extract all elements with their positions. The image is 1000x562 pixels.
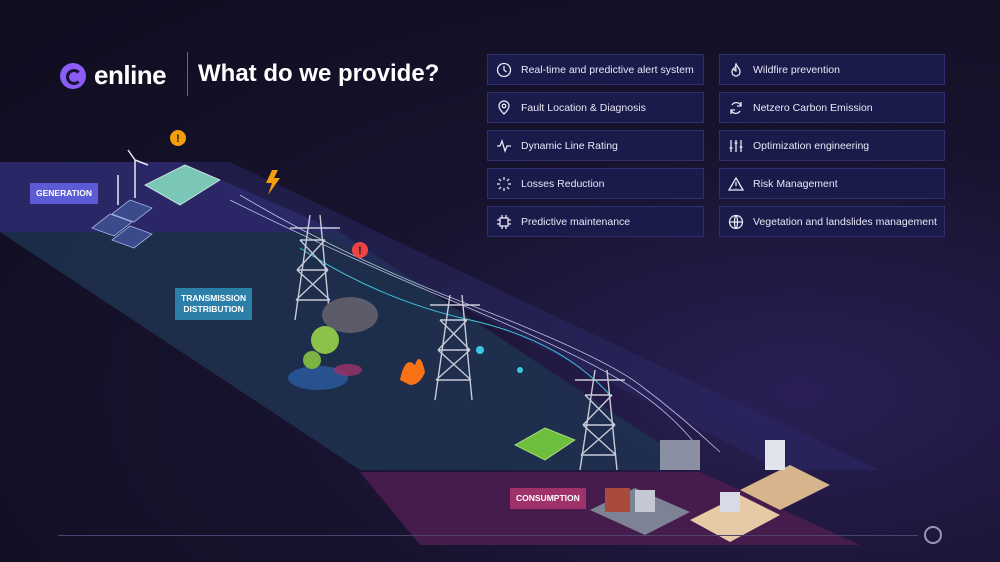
transmission-distribution-label: TRANSMISSION DISTRIBUTION	[175, 288, 253, 320]
header-divider	[187, 52, 188, 96]
transmission-label-line2: DISTRIBUTION	[183, 304, 244, 314]
line-sensor	[476, 346, 484, 354]
warning-icon	[728, 176, 744, 192]
factory	[690, 495, 780, 542]
feature-card: Risk Management	[719, 168, 945, 199]
enline-logo-icon	[60, 62, 86, 89]
location-pin-icon	[496, 99, 512, 116]
brand-name: enline	[94, 60, 167, 90]
globe-icon	[728, 214, 744, 230]
page-title: What do we provide?	[198, 60, 440, 87]
feature-card: Vegetation and landslides management	[719, 206, 945, 237]
industrial-site	[740, 465, 830, 510]
feature-card: Wildfire prevention	[719, 54, 945, 85]
generation-label: GENERATION	[30, 183, 99, 204]
feature-card: Dynamic Line Rating	[487, 130, 704, 161]
footer-divider	[58, 535, 918, 536]
tower-2	[430, 294, 480, 401]
feature-card: Predictive maintenance	[487, 206, 704, 237]
feature-label: Fault Location & Diagnosis	[521, 101, 646, 114]
feature-label: Risk Management	[753, 177, 838, 190]
chip-icon	[496, 214, 512, 230]
alert-marker-red	[352, 242, 368, 258]
alert-marker-orange	[170, 130, 186, 146]
sliders-icon	[728, 138, 744, 154]
recycle-icon	[728, 100, 744, 116]
substation	[660, 440, 700, 470]
feature-card: Losses Reduction	[487, 168, 704, 199]
feature-label: Wildfire prevention	[753, 63, 840, 76]
feature-label: Optimization engineering	[753, 139, 870, 152]
svg-text:!: !	[176, 133, 180, 145]
svg-text:!: !	[358, 245, 362, 257]
tower-3	[575, 369, 625, 471]
feature-label: Vegetation and landslides management	[753, 215, 937, 228]
feature-card: Real-time and predictive alert system	[487, 54, 704, 85]
pulse-icon	[496, 138, 512, 154]
footer-logo-icon	[924, 526, 942, 544]
tower-1	[290, 214, 340, 321]
brand-logo: enline	[60, 60, 167, 91]
loader-icon	[496, 176, 512, 192]
feature-card: Fault Location & Diagnosis	[487, 92, 704, 123]
solar-panels	[91, 199, 153, 249]
feature-card: Optimization engineering	[719, 130, 945, 161]
feature-label: Losses Reduction	[521, 177, 605, 190]
fire	[400, 358, 425, 385]
tree	[311, 326, 339, 354]
lightning-bolt	[266, 170, 280, 195]
dam	[144, 164, 221, 206]
wind-turbines	[117, 149, 149, 205]
landslide-patch	[514, 427, 576, 461]
consumption-label: CONSUMPTION	[510, 488, 586, 509]
feature-label: Dynamic Line Rating	[521, 139, 618, 152]
feature-card: Netzero Carbon Emission	[719, 92, 945, 123]
clock-icon	[496, 62, 512, 78]
feature-label: Predictive maintenance	[521, 215, 631, 228]
flame-icon	[728, 61, 744, 78]
feature-label: Netzero Carbon Emission	[753, 101, 873, 114]
transmission-label-line1: TRANSMISSION	[181, 293, 247, 303]
feature-grid: Real-time and predictive alert system Wi…	[487, 54, 946, 237]
feature-label: Real-time and predictive alert system	[521, 63, 694, 76]
smoke-cloud	[322, 297, 378, 333]
